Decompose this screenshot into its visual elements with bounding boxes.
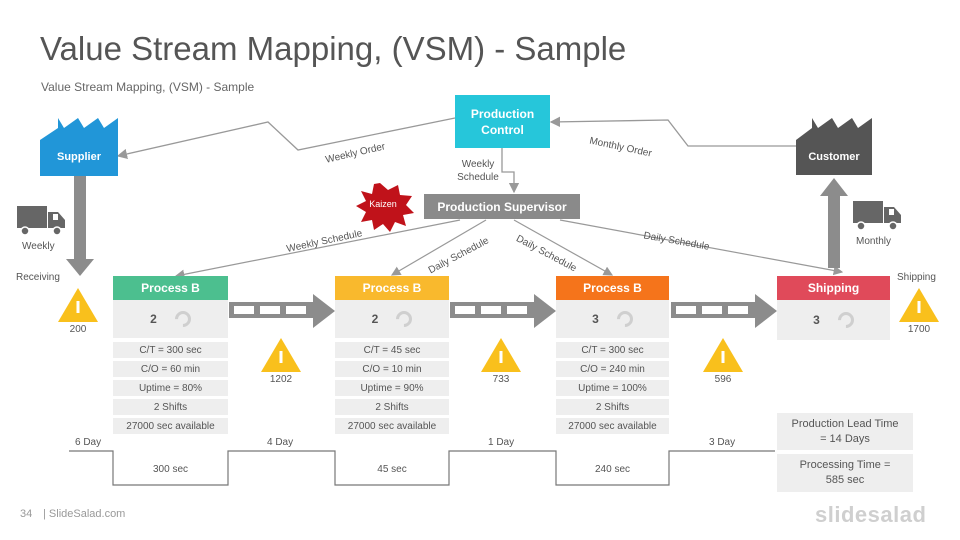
- lead-time-text: Production Lead Time = 14 Days: [791, 417, 899, 445]
- shipping-side-label: Shipping: [897, 272, 936, 283]
- metric-ct: C/T = 300 sec: [556, 342, 669, 358]
- supplier-down-arrow: [66, 176, 94, 276]
- weekly-order-label: Weekly Order: [325, 141, 388, 166]
- processing-time-text: Processing Time = 585 sec: [799, 459, 891, 486]
- processing-time-summary: Processing Time = 585 sec: [777, 454, 913, 492]
- inventory-warning-icon: [899, 288, 939, 327]
- process-operators: 3: [777, 300, 890, 340]
- timeline-sec-1: 300 sec: [152, 464, 189, 475]
- metric-uptime: Uptime = 80%: [113, 380, 228, 396]
- page-title: Value Stream Mapping, (VSM) - Sample: [40, 30, 627, 67]
- left-truck-label: Weekly: [22, 241, 55, 252]
- metric-co: C/O = 10 min: [335, 361, 449, 377]
- daily-schedule-label-1: Daily Schedule: [427, 235, 491, 276]
- kaizen-burst: [356, 183, 414, 232]
- schedule-to-process-1: [174, 219, 461, 280]
- production-supervisor-box: Production Supervisor: [424, 194, 580, 219]
- brand-logo: slidesalad: [815, 502, 927, 527]
- daily-schedule-label-2: Daily Schedule: [514, 233, 578, 274]
- process-operators: 3: [556, 300, 669, 338]
- supplier-factory: Supplier: [40, 118, 118, 176]
- operator-count: 3: [592, 312, 599, 326]
- metric-shifts: 2 Shifts: [556, 399, 669, 415]
- push-arrow-1: [229, 294, 335, 328]
- weekly-schedule-arrow: [501, 148, 520, 194]
- inventory-warning-icon: [261, 338, 301, 377]
- timeline-sec-2: 45 sec: [377, 464, 407, 475]
- weekly-order-arrow: [116, 117, 456, 160]
- inventory-receiving-value: 200: [69, 324, 87, 335]
- metric-uptime: Uptime = 90%: [335, 380, 449, 396]
- inventory-value-2: 733: [492, 374, 510, 385]
- truck-icon: [17, 206, 65, 236]
- metric-available: 27000 sec available: [556, 418, 669, 434]
- lead-time-summary: Production Lead Time = 14 Days: [777, 413, 913, 450]
- shipping-title: Shipping: [777, 276, 890, 300]
- metric-co: C/O = 240 min: [556, 361, 669, 377]
- customer-up-arrow: [820, 178, 848, 268]
- schedule-to-shipping: [559, 219, 844, 276]
- metric-shifts: 2 Shifts: [113, 399, 228, 415]
- shipping-box: Shipping 3: [777, 276, 890, 340]
- inventory-warning-icon: [703, 338, 743, 377]
- page-number: 34: [20, 508, 33, 520]
- kaizen-label: Kaizen: [369, 199, 397, 209]
- operator-icon: [834, 308, 858, 332]
- timeline-sec-3: 240 sec: [594, 464, 631, 475]
- metric-available: 27000 sec available: [335, 418, 449, 434]
- monthly-order-arrow: [549, 116, 806, 147]
- weekly-schedule-label: Weekly Schedule: [457, 159, 499, 183]
- process-operators: 2: [113, 300, 228, 338]
- right-truck: [853, 199, 901, 236]
- production-control-box: Production Control: [455, 95, 550, 148]
- metric-uptime: Uptime = 100%: [556, 380, 669, 396]
- footer-site: | SlideSalad.com: [43, 508, 126, 520]
- timeline-day-3: 1 Day: [488, 437, 515, 448]
- supplier-label: Supplier: [56, 151, 101, 163]
- process-operators: 2: [335, 300, 449, 338]
- customer-factory: Customer: [796, 118, 872, 175]
- push-arrow-3: [671, 294, 777, 328]
- operator-count: 2: [150, 312, 157, 326]
- schedule-to-process-3: [513, 219, 614, 276]
- operator-icon: [393, 307, 416, 331]
- inventory-shipping-value: 1700: [907, 324, 931, 335]
- left-truck: [17, 204, 65, 241]
- process-box-1: Process B 2 C/T = 300 sec C/O = 60 min U…: [113, 276, 228, 434]
- process-title: Process B: [335, 276, 449, 300]
- page-subtitle: Value Stream Mapping, (VSM) - Sample: [41, 80, 255, 94]
- timeline-day-2: 4 Day: [267, 437, 294, 448]
- metric-shifts: 2 Shifts: [335, 399, 449, 415]
- process-box-2: Process B 2 C/T = 45 sec C/O = 10 min Up…: [335, 276, 449, 434]
- timeline-day-1: 6 Day: [75, 437, 102, 448]
- metric-ct: C/T = 300 sec: [113, 342, 228, 358]
- right-truck-label: Monthly: [856, 236, 892, 247]
- operator-icon: [613, 307, 637, 331]
- process-title: Process B: [113, 276, 228, 300]
- inventory-warning-icon: [58, 288, 98, 327]
- operator-count: 3: [813, 313, 820, 327]
- inventory-warning-icon: [481, 338, 521, 377]
- factory-icon: [796, 118, 872, 175]
- metric-available: 27000 sec available: [113, 418, 228, 434]
- push-arrow-2: [450, 294, 556, 328]
- metric-co: C/O = 60 min: [113, 361, 228, 377]
- timeline: [69, 450, 775, 486]
- inventory-value-3: 596: [714, 374, 732, 385]
- customer-label: Customer: [808, 151, 860, 163]
- process-box-3: Process B 3 C/T = 300 sec C/O = 240 min …: [556, 276, 669, 434]
- inventory-value-1: 1202: [269, 374, 293, 385]
- schedule-to-process-2: [390, 219, 487, 276]
- receiving-label: Receiving: [16, 272, 60, 283]
- truck-icon: [853, 201, 901, 231]
- process-title: Process B: [556, 276, 669, 300]
- operator-icon: [171, 307, 195, 331]
- operator-count: 2: [371, 312, 379, 326]
- timeline-day-4: 3 Day: [709, 437, 736, 448]
- daily-schedule-label-3: Daily Schedule: [643, 230, 711, 252]
- monthly-order-label: Monthly Order: [588, 136, 653, 160]
- metric-ct: C/T = 45 sec: [335, 342, 449, 358]
- factory-icon: [40, 118, 118, 176]
